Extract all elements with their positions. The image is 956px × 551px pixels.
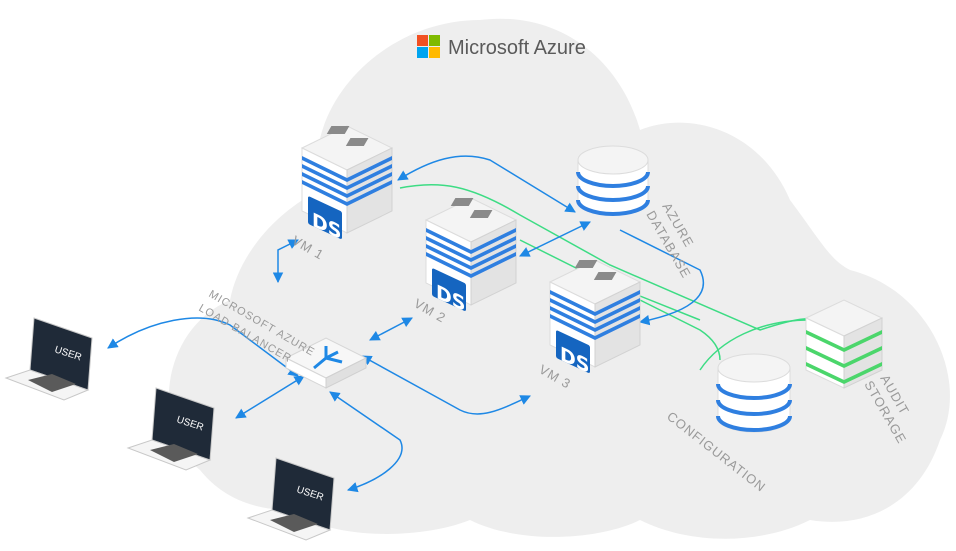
brand-title: Microsoft Azure: [448, 37, 586, 59]
ds-badge: [308, 196, 342, 239]
user-laptop-3[interactable]: USER: [246, 457, 335, 541]
microsoft-logo-icon: [417, 35, 440, 58]
load-balancer-icon[interactable]: [284, 337, 368, 389]
audit-storage-icon[interactable]: [804, 299, 884, 389]
server-vm2[interactable]: DS: [424, 197, 518, 316]
ds-badge: [556, 330, 590, 373]
user-laptop-2[interactable]: USER: [126, 387, 215, 471]
configuration-database-icon[interactable]: [716, 353, 792, 433]
vent-grille: [469, 210, 493, 218]
server-vm3[interactable]: DS: [548, 259, 642, 378]
user-laptop-1[interactable]: USER: [4, 317, 93, 401]
vent-grille: [450, 198, 474, 206]
ds-badge: [432, 268, 466, 311]
vent-grille: [574, 260, 598, 268]
vent-grille: [326, 126, 350, 134]
vent-grille: [593, 272, 617, 280]
fork-arrows-icon: [313, 346, 343, 370]
vent-grille: [345, 138, 369, 146]
azure-database-icon[interactable]: [576, 145, 650, 216]
blue-links: [107, 155, 705, 493]
